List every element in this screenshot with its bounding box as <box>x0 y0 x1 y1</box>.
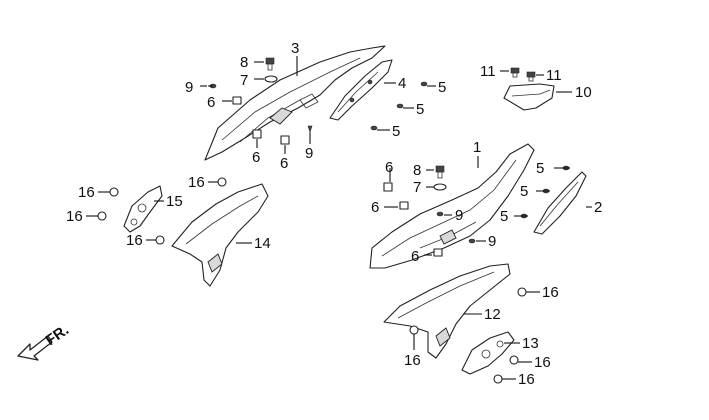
part-4-trim-strip <box>329 59 393 121</box>
callout-16: 16 <box>78 184 95 201</box>
callout-16: 16 <box>542 284 559 301</box>
callout-16: 16 <box>66 208 83 225</box>
bolt-11-b <box>526 71 536 82</box>
clip-6-e <box>399 201 409 210</box>
screw-5-c <box>370 125 378 131</box>
nut-16-g <box>509 355 519 365</box>
hardware <box>97 57 570 384</box>
bolt-11-a <box>510 67 520 78</box>
callout-16: 16 <box>404 352 421 369</box>
callout-5: 5 <box>416 101 424 118</box>
callout-8: 8 <box>413 162 421 179</box>
callout-6: 6 <box>411 248 419 265</box>
leader-lines <box>86 56 592 380</box>
part-1-side-cover <box>369 143 535 269</box>
screw-9-c <box>436 211 444 217</box>
callout-9: 9 <box>488 233 496 250</box>
callout-16: 16 <box>534 354 551 371</box>
callout-5: 5 <box>438 79 446 96</box>
callout-11: 11 <box>480 63 496 80</box>
clip-6-b <box>252 129 262 139</box>
callout-9: 9 <box>455 207 463 224</box>
nut-16-c <box>155 235 165 245</box>
callout-16: 16 <box>188 174 205 191</box>
callout-6: 6 <box>371 199 379 216</box>
part-12-cover <box>383 263 511 359</box>
callout-5: 5 <box>536 160 544 177</box>
callout-9: 9 <box>185 79 193 96</box>
nut-16-e <box>517 287 527 297</box>
callout-5: 5 <box>520 183 528 200</box>
front-direction-arrow: FR. <box>17 321 72 361</box>
nut-16-h <box>493 374 503 384</box>
nut-16-d <box>217 177 227 187</box>
callout-14: 14 <box>254 235 271 252</box>
part-15-bracket <box>123 185 163 233</box>
part-14-cover <box>171 183 269 287</box>
callout-6: 6 <box>252 149 260 166</box>
callout-7: 7 <box>413 179 421 196</box>
nut-16-f <box>409 325 419 335</box>
callout-13: 13 <box>522 335 539 352</box>
callout-2: 2 <box>594 199 602 216</box>
callout-7: 7 <box>240 72 248 89</box>
part-2-trim <box>533 171 587 235</box>
callout-5: 5 <box>392 123 400 140</box>
washer-7-upper <box>264 75 278 83</box>
clip-6-f <box>433 248 443 257</box>
screw-5-b <box>396 103 404 109</box>
callout-9: 9 <box>305 145 313 162</box>
callout-16: 16 <box>126 232 143 249</box>
screw-9-b <box>307 125 313 133</box>
callout-labels: 3 4 9 6 7 8 6 6 9 5 5 5 11 11 10 1 5 5 5… <box>66 40 602 388</box>
part-13-bracket <box>461 331 515 375</box>
screw-9-a <box>208 83 217 89</box>
clip-6-a <box>232 96 242 105</box>
callout-12: 12 <box>484 306 501 323</box>
callout-16: 16 <box>518 371 535 388</box>
callout-11: 11 <box>546 67 562 84</box>
callout-1: 1 <box>473 139 481 156</box>
bolt-8-upper <box>265 57 275 71</box>
part-3-side-cover <box>204 45 386 161</box>
callout-6: 6 <box>385 159 393 176</box>
clip-6-c <box>280 135 290 145</box>
clip-6-d <box>383 182 393 192</box>
part-10-bracket <box>503 83 555 111</box>
bolt-8-lower <box>435 165 445 179</box>
callout-4: 4 <box>398 75 406 92</box>
nut-16-a <box>109 187 119 197</box>
callout-3: 3 <box>291 40 299 57</box>
callout-15: 15 <box>166 193 183 210</box>
screw-5-a <box>420 81 428 87</box>
callout-5: 5 <box>500 208 508 225</box>
screw-9-d <box>468 238 476 244</box>
callout-10: 10 <box>575 84 592 101</box>
callout-8: 8 <box>240 54 248 71</box>
callout-6: 6 <box>207 94 215 111</box>
callout-6: 6 <box>280 155 288 172</box>
nut-16-b <box>97 211 107 221</box>
washer-7-lower <box>433 183 447 191</box>
